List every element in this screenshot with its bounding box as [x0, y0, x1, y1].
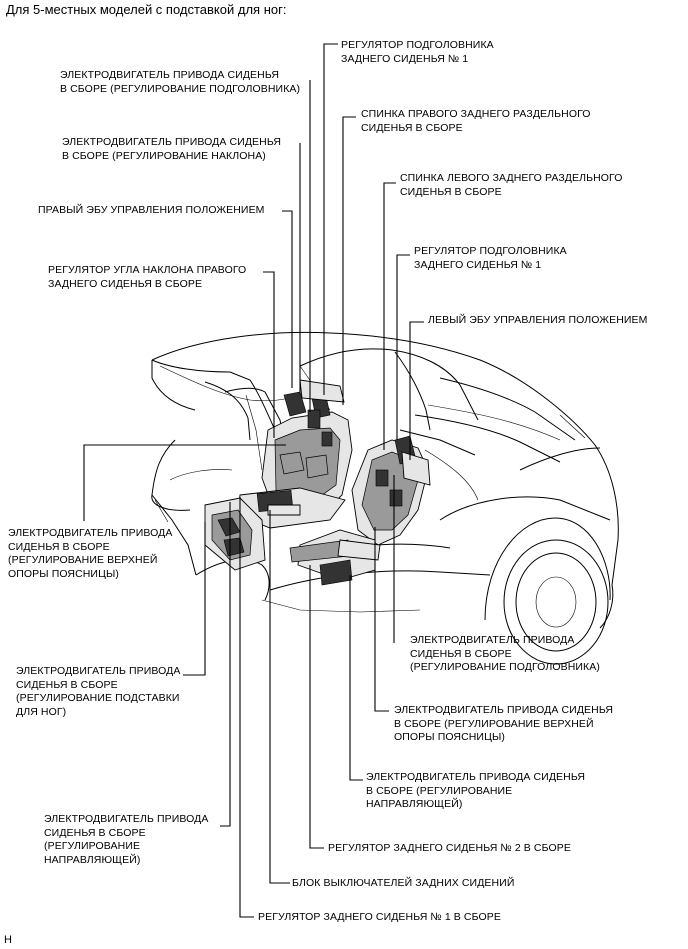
label-right-seatback: СПИНКА ПРАВОГО ЗАДНЕГО РАЗДЕЛЬНОГО СИДЕН… [361, 108, 591, 134]
label-rr-seat-adjuster-2: РЕГУЛЯТОР ЗАДНЕГО СИДЕНЬЯ № 2 В СБОРЕ [328, 842, 571, 854]
right-rear-seat-frame [204, 379, 353, 571]
label-rr-headrest-adjuster-1-top: РЕГУЛЯТОР ПОДГОЛОВНИКА ЗАДНЕГО СИДЕНЬЯ №… [341, 39, 494, 65]
label-motor-recline: ЭЛЕКТРОДВИГАТЕЛЬ ПРИВОДА СИДЕНЬЯ В СБОРЕ… [62, 136, 282, 162]
label-motor-lumbar-upper-left: ЭЛЕКТРОДВИГАТЕЛЬ ПРИВОДА СИДЕНЬЯ В СБОРЕ… [8, 527, 173, 580]
label-left-ecu: ЛЕВЫЙ ЭБУ УПРАВЛЕНИЯ ПОЛОЖЕНИЕМ [428, 314, 648, 326]
left-rear-seat-frame [289, 435, 431, 586]
label-motor-lumbar-upper-right: ЭЛЕКТРОДВИГАТЕЛЬ ПРИВОДА СИДЕНЬЯ В СБОРЕ… [394, 704, 614, 743]
label-motor-slide-right: ЭЛЕКТРОДВИГАТЕЛЬ ПРИВОДА СИДЕНЬЯ В СБОРЕ… [366, 771, 586, 810]
label-rr-seat-adjuster-1: РЕГУЛЯТОР ЗАДНЕГО СИДЕНЬЯ № 1 В СБОРЕ [258, 911, 501, 923]
label-motor-headrest-right: ЭЛЕКТРОДВИГАТЕЛЬ ПРИВОДА СИДЕНЬЯ В СБОРЕ… [60, 69, 301, 95]
label-recliner-right: РЕГУЛЯТОР УГЛА НАКЛОНА ПРАВОГО ЗАДНЕГО С… [48, 264, 247, 290]
label-right-ecu: ПРАВЫЙ ЭБУ УПРАВЛЕНИЯ ПОЛОЖЕНИЕМ [38, 204, 265, 216]
label-motor-footrest: ЭЛЕКТРОДВИГАТЕЛЬ ПРИВОДА СИДЕНЬЯ В СБОРЕ… [16, 665, 181, 718]
label-rr-switch-block: БЛОК ВЫКЛЮЧАТЕЛЕЙ ЗАДНИХ СИДЕНИЙ [292, 877, 515, 889]
leader-lines [83, 43, 424, 918]
figure-code: H [4, 934, 12, 946]
page-title: Для 5-местных моделей с подставкой для н… [6, 2, 287, 17]
label-motor-slide-left: ЭЛЕКТРОДВИГАТЕЛЬ ПРИВОДА СИДЕНЬЯ В СБОРЕ… [44, 813, 209, 866]
label-left-seatback: СПИНКА ЛЕВОГО ЗАДНЕГО РАЗДЕЛЬНОГО СИДЕНЬ… [400, 172, 623, 198]
label-rr-headrest-adjuster-1-mid: РЕГУЛЯТОР ПОДГОЛОВНИКА ЗАДНЕГО СИДЕНЬЯ №… [414, 245, 567, 271]
label-motor-headrest-left: ЭЛЕКТРОДВИГАТЕЛЬ ПРИВОДА СИДЕНЬЯ В СБОРЕ… [410, 634, 600, 673]
